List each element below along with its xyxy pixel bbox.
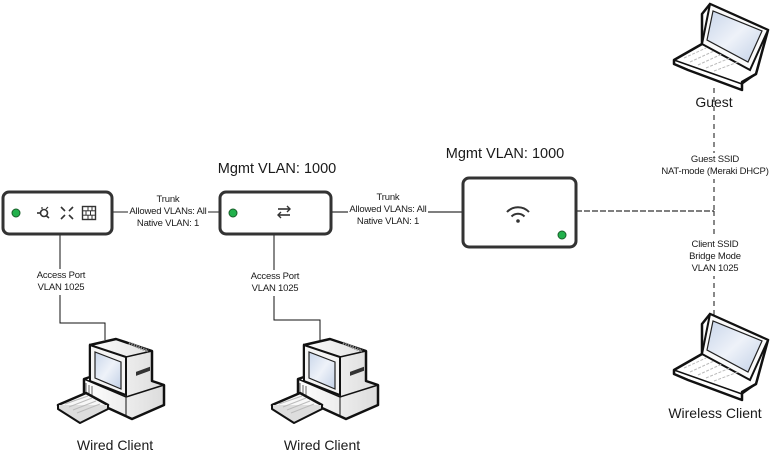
- guest-ssid-line-1: Guest SSID: [690, 154, 740, 165]
- client-ssid-line-1: Client SSID: [691, 239, 739, 250]
- guest-laptop-icon[interactable]: [672, 2, 770, 92]
- switch[interactable]: [218, 190, 333, 236]
- guest-label: Guest: [695, 94, 733, 110]
- status-led: [557, 230, 567, 240]
- status-led: [11, 208, 21, 218]
- wireless-client-laptop-icon[interactable]: [672, 312, 770, 402]
- access-point[interactable]: [461, 176, 578, 249]
- ap-mgmt-vlan-label: Mgmt VLAN: 1000: [445, 146, 565, 162]
- wired-client-2-computer-icon[interactable]: [270, 337, 380, 424]
- firewall-icon: [81, 205, 97, 221]
- trunk-1-line-2: Allowed VLANs: All: [128, 206, 208, 218]
- access-2-line-2: VLAN 1025: [251, 283, 299, 294]
- client-ssid-line-3: VLAN 1025: [691, 263, 739, 274]
- switch-mgmt-vlan-label: Mgmt VLAN: 1000: [217, 161, 337, 177]
- switch-arrows-icon: [277, 205, 291, 219]
- access-2-label: Access Port VLAN 1025: [244, 270, 306, 296]
- trunk-2-line-2: Allowed VLANs: All: [348, 204, 428, 216]
- trunk-2-line-1: Trunk: [376, 192, 400, 203]
- wireless-client-label: Wireless Client: [668, 405, 762, 421]
- status-led: [228, 208, 238, 218]
- routing-icon: [60, 206, 74, 220]
- trunk-2-line-3: Native VLAN: 1: [356, 216, 420, 227]
- wired-client-1-label: Wired Client: [76, 437, 154, 453]
- client-ssid-label: Client SSID Bridge Mode VLAN 1025: [684, 238, 746, 276]
- access-1-line-2: VLAN 1025: [37, 282, 85, 293]
- security-appliance[interactable]: [1, 190, 114, 236]
- access-1-label: Access Port VLAN 1025: [30, 269, 92, 295]
- guest-ssid-line-2: NAT-mode (Meraki DHCP): [661, 166, 769, 177]
- vpn-icon: [37, 206, 50, 219]
- trunk-1-line-1: Trunk: [156, 194, 180, 205]
- access-1-line-1: Access Port: [36, 270, 86, 281]
- wired-client-2-label: Wired Client: [283, 437, 361, 453]
- wifi-icon: [506, 206, 530, 223]
- access-2-line-1: Access Port: [250, 271, 300, 282]
- trunk-1-line-3: Native VLAN: 1: [136, 218, 200, 229]
- trunk-2-label: Trunk Allowed VLANs: All Native VLAN: 1: [344, 192, 432, 228]
- wired-client-1-computer-icon[interactable]: [56, 337, 166, 424]
- trunk-1-label: Trunk Allowed VLANs: All Native VLAN: 1: [124, 194, 212, 230]
- guest-ssid-label: Guest SSID NAT-mode (Meraki DHCP): [656, 153, 774, 179]
- client-ssid-line-2: Bridge Mode: [689, 251, 741, 262]
